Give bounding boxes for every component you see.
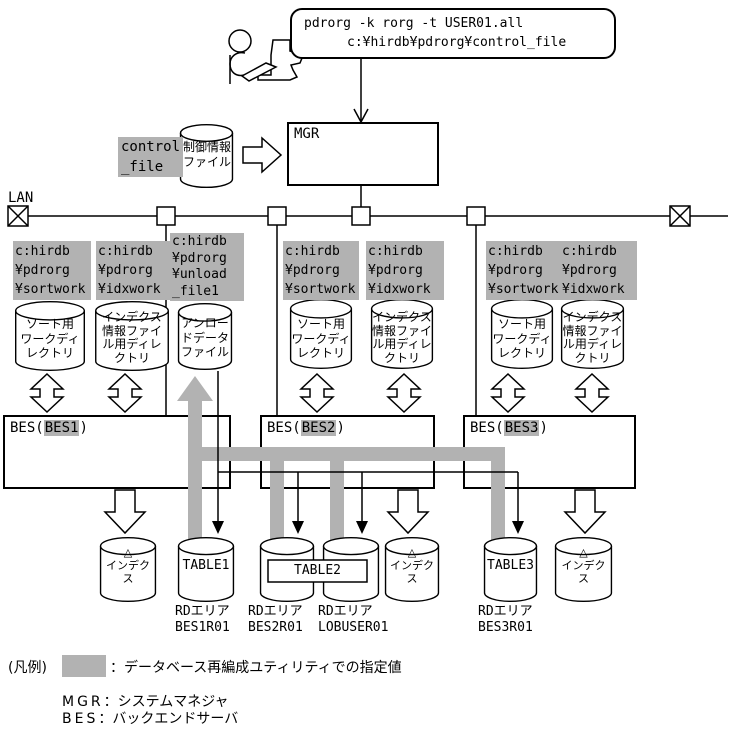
legend-mgr-term: MGR — [62, 694, 104, 710]
bes1-idxwork-path: c:hirdb ¥pdrorg ¥idxwork — [96, 241, 174, 300]
table3-label: TABLE3 — [487, 558, 534, 573]
double-arrow-icon — [574, 372, 610, 414]
bes1-idxwork-cylinder-label: インデクス 情報ファイ ル用ディレ クトリ — [101, 310, 162, 365]
bes1-unload-cylinder-label: アンロー ドデータ ファイル — [180, 316, 229, 359]
lan-tap-bes1 — [156, 206, 176, 226]
table1-label: TABLE1 — [182, 558, 230, 573]
lan-label: LAN — [8, 190, 34, 206]
bes2-sortwork-path: c:hirdb ¥pdrorg ¥sortwork — [283, 241, 359, 300]
control-file-to-mgr-block-arrow — [242, 136, 283, 174]
legend-mgr-line: MGR：システムマネジャ — [62, 691, 229, 711]
person-at-terminal-icon — [228, 29, 303, 84]
bes1-box-label: BES(BES1) — [10, 420, 88, 436]
person-arm — [240, 62, 278, 82]
command-to-mgr-arrow — [353, 57, 369, 124]
table2-label: TABLE2 — [294, 563, 341, 578]
bes1-unload-file-path: c:hirdb ¥pdrorg ¥unload _file1 — [170, 233, 244, 301]
control-file-label: control _file — [118, 137, 184, 177]
legend-title: (凡例) — [8, 660, 47, 676]
legend-gray-swatch — [62, 655, 106, 677]
bes2-label-suffix: ) — [336, 420, 345, 436]
bes2-idxwork-path: c:hirdb ¥pdrorg ¥idxwork — [366, 241, 444, 300]
bes3-idxwork-cylinder-label: インデクス 情報ファイ ル用ディレ クトリ — [562, 310, 623, 365]
bes1-sortwork-cylinder-label: ソート用 ワークディ レクトリ — [20, 317, 80, 360]
index-rebuild-arrows — [103, 489, 607, 535]
rdarea-lobuser01-label: RDエリア LOBUSER01 — [318, 604, 389, 635]
bes2-idxwork-cylinder-label: インデクス 情報ファイ ル用ディレ クトリ — [371, 310, 432, 365]
mgr-box-frame — [287, 122, 439, 186]
bes1-label-name: BES1 — [43, 420, 80, 436]
legend-bes-desc: ：バックエンドサーバ — [98, 711, 239, 727]
command-line-1: pdrorg -k rorg -t USER01.all — [304, 16, 524, 31]
double-arrow-icon — [29, 372, 65, 414]
bes1-label-suffix: ) — [79, 420, 88, 436]
bes2-sortwork-cylinder-label: ソート用 ワークディ レクトリ — [291, 317, 351, 360]
bes3-index-cylinder-label: △ インデク ス — [561, 546, 606, 585]
double-arrow-icon — [299, 372, 335, 414]
bes3-label-prefix: BES( — [470, 420, 504, 436]
bes1-index-cylinder-label: △ インデク ス — [106, 546, 150, 585]
person-head — [228, 29, 252, 53]
double-arrow-icon — [107, 372, 143, 414]
bes3-box-label: BES(BES3) — [470, 420, 548, 436]
down-arrow-icon — [563, 489, 607, 535]
lan-tap-bes3 — [466, 206, 486, 226]
rdarea-bes3r01-label: RDエリア BES3R01 — [478, 604, 533, 635]
bes3-idxwork-path: c:hirdb ¥pdrorg ¥idxwork — [560, 241, 637, 300]
bes1-label-prefix: BES( — [10, 420, 44, 436]
lan-tap-mgr — [351, 206, 371, 226]
bes3-label-name: BES3 — [503, 420, 540, 436]
rdarea-bes2r01-label: RDエリア BES2R01 — [248, 604, 303, 635]
double-arrow-icon — [386, 372, 422, 414]
bes3-sortwork-path: c:hirdb ¥pdrorg ¥sortwork — [486, 241, 561, 300]
reload-flow-arrowheads — [212, 521, 524, 534]
legend-bes-line: BES：バックエンドサーバ — [62, 708, 238, 728]
bes3-label-suffix: ) — [539, 420, 548, 436]
reload-flow-lines — [217, 371, 519, 524]
control-file-cylinder-label: 制御情報 ファイル — [182, 140, 231, 169]
bes2-box-label: BES(BES2) — [267, 420, 345, 436]
mgr-label: MGR — [294, 126, 320, 142]
down-arrow-icon — [103, 489, 147, 535]
unload-flow-arrowhead — [177, 376, 213, 401]
double-arrow-icon — [490, 372, 526, 414]
unload-flow-path — [177, 376, 505, 545]
command-bubble: pdrorg -k rorg -t USER01.all c:¥hirdb¥pd… — [290, 8, 616, 59]
command-line-2: c:¥hirdb¥pdrorg¥control_file — [347, 35, 567, 50]
legend-mgr-desc: ：システムマネジャ — [103, 694, 229, 710]
bes2-label-name: BES2 — [300, 420, 337, 436]
lan-tap-bes2 — [267, 206, 287, 226]
bes1-sortwork-path: c:hirdb ¥pdrorg ¥sortwork — [13, 241, 91, 300]
legend-swatch-desc: ：データベース再編成ユティリティでの指定値 — [110, 660, 402, 676]
legend-bes-term: BES — [62, 711, 99, 727]
table2-frame — [267, 559, 368, 583]
bes2-index-cylinder-label: △ インデク ス — [390, 546, 434, 585]
down-arrow-icon — [386, 489, 430, 535]
bes2-label-prefix: BES( — [267, 420, 301, 436]
bes3-sortwork-cylinder-label: ソート用 ワークディ レクトリ — [492, 317, 552, 360]
workdir-double-arrows — [29, 372, 610, 414]
rdarea-bes1r01-label: RDエリア BES1R01 — [175, 604, 230, 635]
